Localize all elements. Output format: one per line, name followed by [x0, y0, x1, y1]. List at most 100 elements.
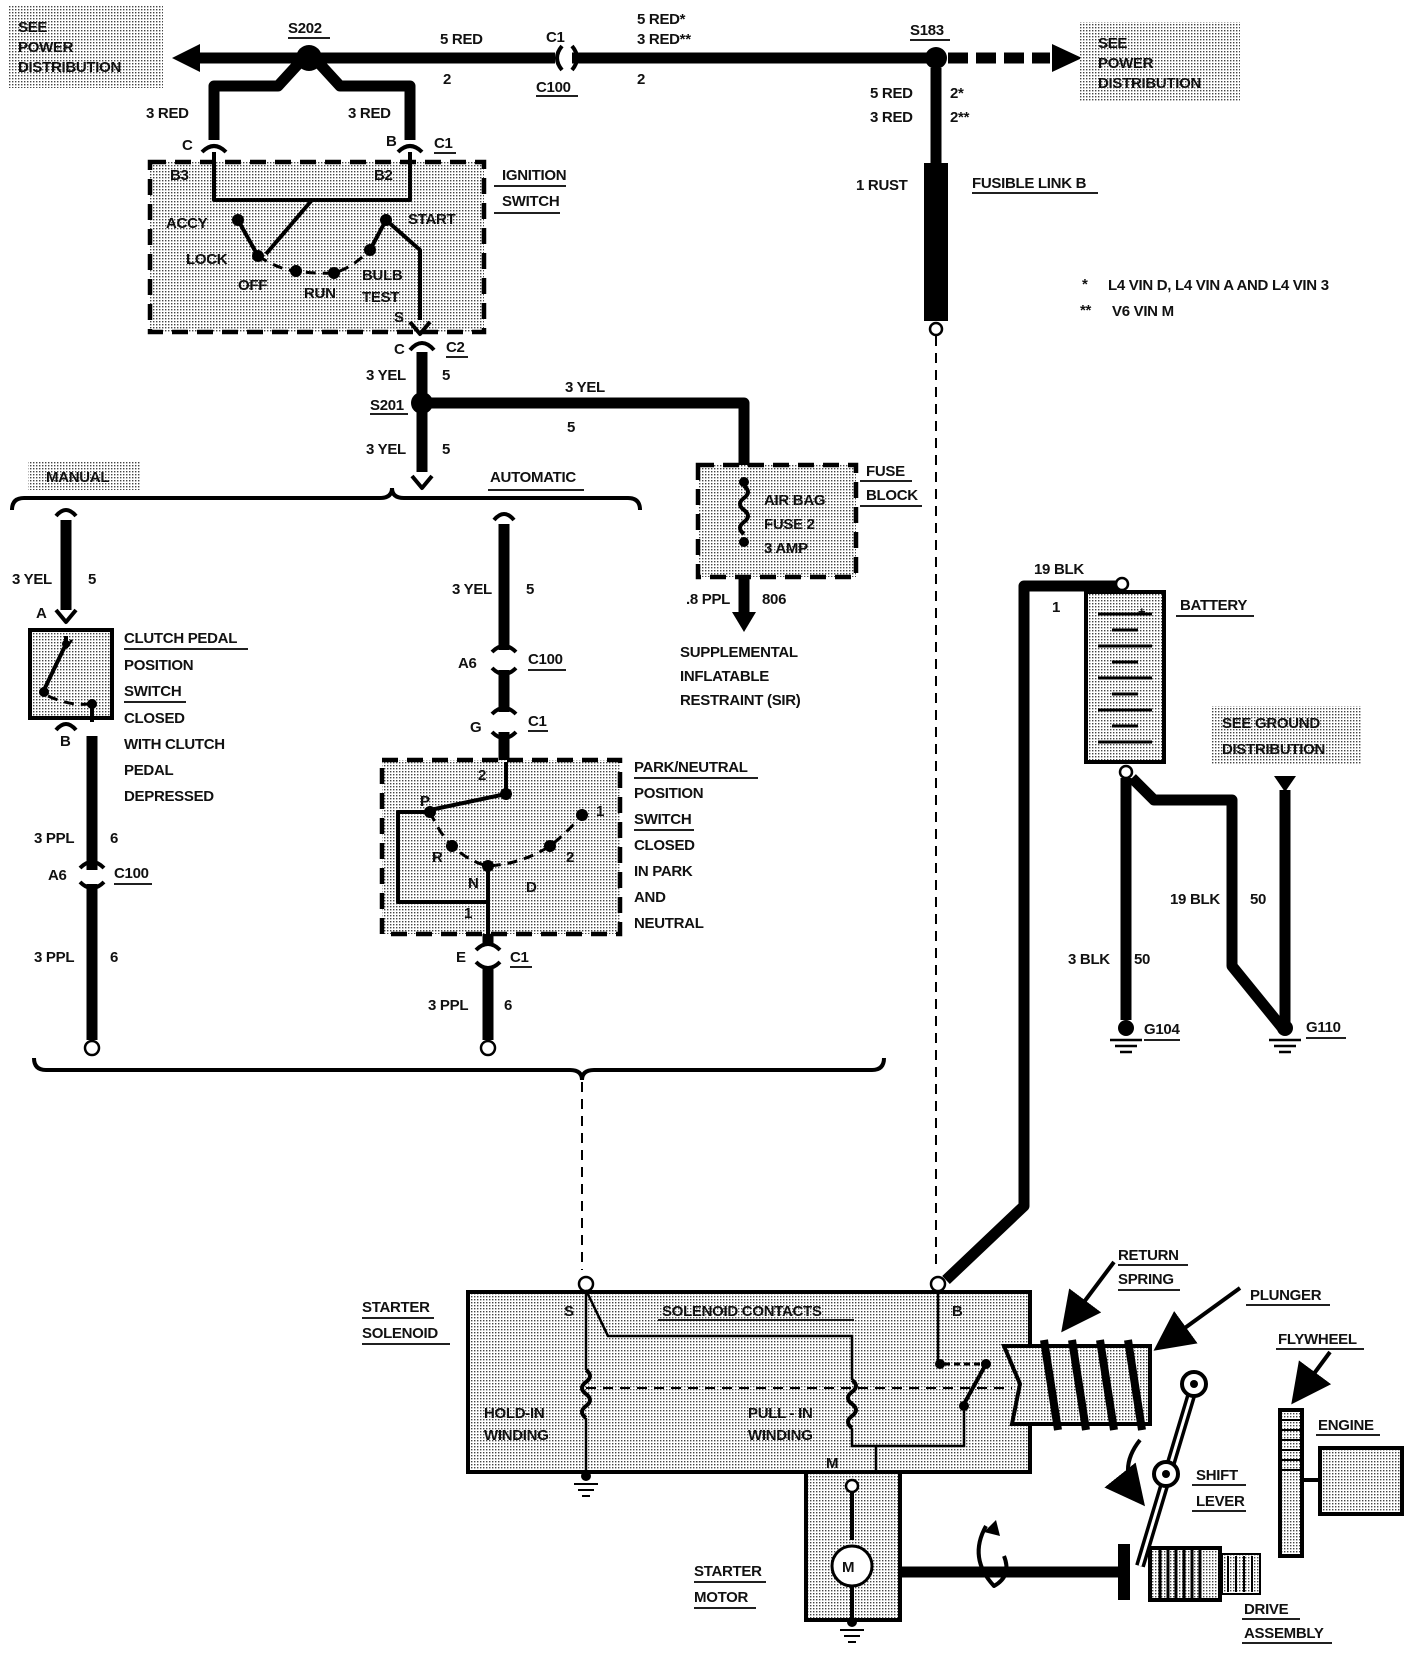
clutch-text-1: CLUTCH PEDAL: [124, 630, 237, 647]
pin-a-label: A: [36, 605, 47, 622]
return-spring-icon: [1040, 1339, 1146, 1431]
fuse-block-section: AIR BAG FUSE 2 3 AMP FUSE BLOCK .8 PPL 8…: [680, 462, 922, 709]
clutch-switch-blade: [42, 643, 68, 691]
park-neutral-wiper: [429, 792, 507, 812]
pn-text-4: CLOSED: [634, 837, 695, 854]
shift-lever-2: LEVER: [1196, 1493, 1245, 1510]
red-right-label: 3 RED: [348, 105, 391, 122]
connector-c2: [408, 341, 436, 352]
n-label: N: [468, 875, 479, 892]
manual-a6-label: A6: [48, 867, 67, 884]
motor-m-label: M: [842, 1559, 854, 1576]
pull-in-winding-icon: [846, 1378, 858, 1430]
see-power-distribution-right-box: [1080, 22, 1240, 102]
manual-c100-connector: [78, 860, 106, 870]
clutch-text-3: SWITCH: [124, 683, 181, 700]
note-1-mark: *: [1082, 276, 1088, 293]
pn-text-2: POSITION: [634, 785, 703, 802]
top-power-bus: SEE POWER DISTRIBUTION SEE POWER DISTRIB…: [8, 6, 1329, 1270]
s-terminal-label: S: [394, 309, 404, 326]
blk19-circuit: 1: [1052, 599, 1060, 616]
auto-c1-connector: [490, 706, 518, 716]
pull-in-2: WINDING: [748, 1427, 813, 1444]
return-spring-2: SPRING: [1118, 1271, 1174, 1288]
arrow-left-icon: [172, 44, 200, 72]
plunger-label: PLUNGER: [1250, 1287, 1322, 1304]
motor-title-1: STARTER: [694, 1563, 762, 1580]
off-label: OFF: [238, 277, 267, 294]
yel-down-arrow: [410, 474, 434, 490]
s202-label: S202: [288, 20, 322, 37]
s183-2star-label: 2*: [950, 85, 964, 102]
battery-cells-icon: [1098, 612, 1152, 744]
see-power-left-line-2: POWER: [18, 39, 74, 56]
contacts-label: SOLENOID CONTACTS: [662, 1303, 822, 1320]
battery-positive-terminal: [1114, 576, 1130, 592]
manual-ppl1-circuit: 6: [110, 830, 118, 847]
hold-in-1: HOLD-IN: [484, 1405, 544, 1422]
run-label: RUN: [304, 285, 336, 302]
lock-label: LOCK: [186, 251, 228, 268]
clutch-text-6: PEDAL: [124, 762, 173, 779]
yel-b-label: 3 YEL: [366, 441, 406, 458]
return-spring-pointer: [1061, 1260, 1116, 1333]
flywheel-teeth-icon: [1280, 1419, 1302, 1471]
see-power-right-line-2: POWER: [1098, 55, 1154, 72]
ground-dist-1: SEE GROUND: [1222, 715, 1320, 732]
yel-b-circuit: 5: [442, 441, 450, 458]
drive-label-2: ASSEMBLY: [1244, 1625, 1324, 1642]
blk19b-label: 19 BLK: [1170, 891, 1220, 908]
drive-collar: [1118, 1544, 1130, 1600]
bulb-label: BULB: [362, 267, 403, 284]
solenoid-title-2: SOLENOID: [362, 1325, 438, 1342]
pull-in-feed: [584, 1289, 854, 1380]
red-left-label: 3 RED: [146, 105, 189, 122]
manual-c100-label: C100: [114, 865, 149, 882]
manual-terminal: [83, 1039, 101, 1057]
see-power-distribution-left-box: [8, 6, 163, 88]
auto-terminal: [479, 1039, 497, 1057]
m-terminal-label: M: [826, 1455, 838, 1472]
manual-yel-label: 3 YEL: [12, 571, 52, 588]
park-neutral-jumper: [396, 810, 490, 904]
pin-b-label: B: [60, 733, 71, 750]
note-2-mark: **: [1080, 302, 1092, 319]
two-label: 2: [566, 849, 574, 866]
auto-ppl-circuit: 6: [504, 997, 512, 1014]
ground-g104-icon: [1110, 1020, 1142, 1054]
shaft-rotation-arrow: [976, 1525, 1009, 1588]
manual-ppl2-label: 3 PPL: [34, 949, 74, 966]
out-c-label: C: [394, 341, 405, 358]
manual-title: MANUAL: [46, 469, 109, 486]
pn-text-6: AND: [634, 889, 666, 906]
solenoid-s-terminal: [577, 1275, 595, 1293]
auto-pin1-label: 1: [464, 905, 472, 922]
wire-3-yel-to-fuse: [430, 397, 750, 480]
auto-yel-label: 3 YEL: [452, 581, 492, 598]
drive-clutch-icon: [1158, 1550, 1202, 1598]
s201-label: S201: [370, 397, 404, 414]
pull-in-1: PULL - IN: [748, 1405, 813, 1422]
pin-b-label: B: [386, 133, 397, 150]
splice-s201: [411, 392, 433, 414]
ignition-switch-section: 3 RED 3 RED C B C1 B3 B2 ACCY START LOCK…: [146, 58, 750, 490]
ignition-wiper: [264, 198, 314, 256]
motor-title-2: MOTOR: [694, 1589, 749, 1606]
bracket-bottom: [32, 1057, 886, 1081]
park-neutral-switch-box: [379, 757, 623, 937]
clutch-text-2: POSITION: [124, 657, 193, 674]
one-label: 1: [596, 803, 604, 820]
circuit-2-left: 2: [443, 71, 451, 88]
hold-in-2: WINDING: [484, 1427, 549, 1444]
blk19b-circuit: 50: [1250, 891, 1266, 908]
wire-19-blk-battery-to-starter: [942, 580, 1122, 1284]
drive-label-1: DRIVE: [1244, 1601, 1289, 1618]
motor-terminal: [844, 1478, 860, 1494]
fuse-label-2: FUSE 2: [764, 516, 815, 533]
battery-negative-terminal: [1118, 764, 1134, 780]
fusible-link-label: FUSIBLE LINK B: [972, 175, 1087, 192]
ignition-output-arrow: [408, 320, 432, 336]
sir-line-2: INFLATABLE: [680, 668, 769, 685]
auto-ppl-label: 3 PPL: [428, 997, 468, 1014]
